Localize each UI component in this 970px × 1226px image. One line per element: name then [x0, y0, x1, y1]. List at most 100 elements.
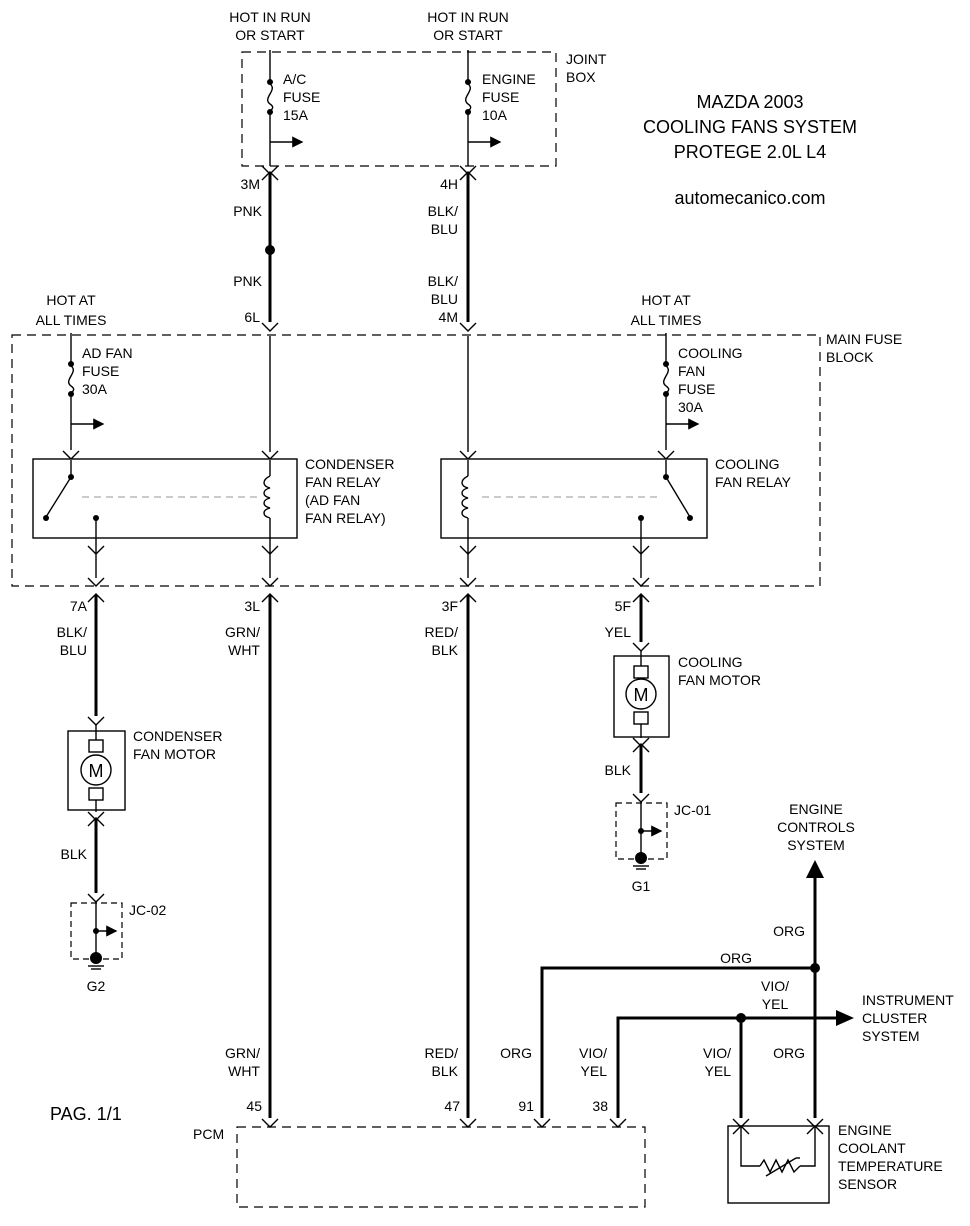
wire-blkblu-lower-2: BLU — [431, 291, 458, 307]
joint-box-label: JOINT — [566, 51, 607, 67]
wire-org-pcm: ORG — [500, 1045, 532, 1061]
ad-fan-fuse-label-2: FUSE — [82, 363, 119, 379]
ad-fan-fuse-label: AD FAN — [82, 345, 133, 361]
eng-hot-label: HOT IN RUN — [427, 9, 508, 25]
cooling-motor-symbol: M — [634, 685, 649, 705]
condenser-motor-symbol: M — [89, 761, 104, 781]
title-line-1: MAZDA 2003 — [696, 92, 803, 112]
wire-blk-cool: BLK — [605, 762, 632, 778]
engine-fuse-rating: 10A — [482, 107, 508, 123]
jc-01-label: JC-01 — [674, 802, 712, 818]
pcm-label: PCM — [193, 1126, 224, 1142]
pcm-outline — [236, 1126, 646, 1208]
main-fuse-block-outline — [11, 334, 821, 587]
condenser-relay-label-3: (AD FAN — [305, 492, 360, 508]
wire-blkblu-cond: BLK/ — [57, 624, 87, 640]
cooling-motor-label-2: FAN MOTOR — [678, 672, 761, 688]
wire-blkblu-upper-2: BLU — [431, 221, 458, 237]
ad-fan-fuse-rating: 30A — [82, 381, 108, 397]
condenser-motor-label: CONDENSER — [133, 728, 222, 744]
ac-fuse-label-2: FUSE — [283, 89, 320, 105]
condenser-fan-branch: M — [67, 593, 126, 970]
ad-hot-label: HOT AT — [46, 292, 96, 308]
ecs-label: ENGINE — [789, 801, 843, 817]
joint-box: JOINT BOX HOT IN RUN OR START HOT IN RUN… — [229, 9, 607, 192]
wire-vioyel-sensor: VIO/ — [703, 1045, 731, 1061]
ics-label-3: SYSTEM — [862, 1028, 920, 1044]
pcm-pin-38: 38 — [592, 1098, 608, 1114]
pcm-signal-wires — [261, 593, 477, 1128]
wire-pnk-lower: PNK — [233, 273, 262, 289]
cooling-fan-fuse-label: COOLING — [678, 345, 743, 361]
wire-vioyel-pcm-2: YEL — [581, 1063, 608, 1079]
condenser-relay-label-4: FAN RELAY) — [305, 510, 386, 526]
g2-label: G2 — [87, 978, 106, 994]
pin-3m: 3M — [241, 176, 260, 192]
pcm-pin-47: 47 — [444, 1098, 460, 1114]
condenser-relay-label-2: FAN RELAY — [305, 474, 382, 490]
ecs-label-2: CONTROLS — [777, 819, 855, 835]
wire-redblk-upper-2: BLK — [432, 642, 459, 658]
ect-circuit — [533, 860, 854, 1204]
pin-3f: 3F — [442, 598, 458, 614]
engine-fuse — [459, 50, 502, 175]
pin-7a: 7A — [70, 598, 88, 614]
cooling-motor-label: COOLING — [678, 654, 743, 670]
jc-02-label: JC-02 — [129, 902, 167, 918]
cf-hot-label-2: ALL TIMES — [631, 312, 702, 328]
joint-box-outline — [241, 51, 557, 167]
g1-label: G1 — [632, 878, 651, 894]
engine-fuse-label: ENGINE — [482, 71, 536, 87]
joint-box-label-2: BOX — [566, 69, 596, 85]
ground-g1 — [635, 852, 647, 864]
pcm-pin-91: 91 — [518, 1098, 534, 1114]
wire-org-horiz: ORG — [720, 950, 752, 966]
sensor-label: ENGINE — [838, 1122, 892, 1138]
engine-fuse-label-2: FUSE — [482, 89, 519, 105]
wire-vioyel-sensor-2: YEL — [705, 1063, 732, 1079]
wire-vioyel-horiz: VIO/ — [761, 978, 789, 994]
feed-wires — [261, 171, 477, 332]
wire-blkblu-lower: BLK/ — [428, 273, 458, 289]
wire-pnk-upper: PNK — [233, 203, 262, 219]
wire-redblk-lower-2: BLK — [432, 1063, 459, 1079]
title-line-3: PROTEGE 2.0L L4 — [674, 142, 826, 162]
ac-fuse-label: A/C — [283, 71, 306, 87]
condenser-motor-label-2: FAN MOTOR — [133, 746, 216, 762]
cooling-fan-fuse-rating: 30A — [678, 399, 704, 415]
cf-hot-label: HOT AT — [641, 292, 691, 308]
ics-label-2: CLUSTER — [862, 1010, 927, 1026]
wire-org-sensor: ORG — [773, 1045, 805, 1061]
ecs-label-3: SYSTEM — [787, 837, 845, 853]
wire-redblk-lower: RED/ — [425, 1045, 459, 1061]
pcm-module — [236, 1126, 646, 1208]
pcm-pin-45: 45 — [246, 1098, 262, 1114]
cooling-fan-fuse-label-2: FAN — [678, 363, 705, 379]
cooling-fan-fuse-label-3: FUSE — [678, 381, 715, 397]
page-number: PAG. 1/1 — [50, 1104, 122, 1124]
wire-vioyel-horiz-2: YEL — [762, 996, 789, 1012]
wire-org-up: ORG — [773, 923, 805, 939]
wire-blk-cond: BLK — [61, 846, 88, 862]
ac-hot-label: HOT IN RUN — [229, 9, 310, 25]
cooling-fan-relay — [440, 458, 708, 539]
wire-yel: YEL — [605, 624, 632, 640]
ad-fan-fuse — [62, 333, 105, 460]
wire-grnwht-upper-2: WHT — [228, 642, 260, 658]
cooling-relay-label: COOLING — [715, 456, 780, 472]
main-fuse-block-label: MAIN FUSE — [826, 331, 902, 347]
condenser-fan-relay — [32, 458, 298, 539]
ac-fuse-rating: 15A — [283, 107, 309, 123]
wire-vioyel-pcm: VIO/ — [579, 1045, 607, 1061]
condenser-relay-label: CONDENSER — [305, 456, 394, 472]
wire-redblk-upper: RED/ — [425, 624, 459, 640]
pin-5f: 5F — [615, 598, 631, 614]
cooling-fan-branch: M — [613, 593, 670, 870]
ac-hot-label-2: OR START — [235, 27, 305, 43]
sensor-label-4: SENSOR — [838, 1176, 897, 1192]
eng-hot-label-2: OR START — [433, 27, 503, 43]
pin-4h: 4H — [440, 176, 458, 192]
cooling-relay-label-2: FAN RELAY — [715, 474, 792, 490]
wire-grnwht-lower: GRN/ — [225, 1045, 260, 1061]
title-line-2: COOLING FANS SYSTEM — [643, 117, 857, 137]
